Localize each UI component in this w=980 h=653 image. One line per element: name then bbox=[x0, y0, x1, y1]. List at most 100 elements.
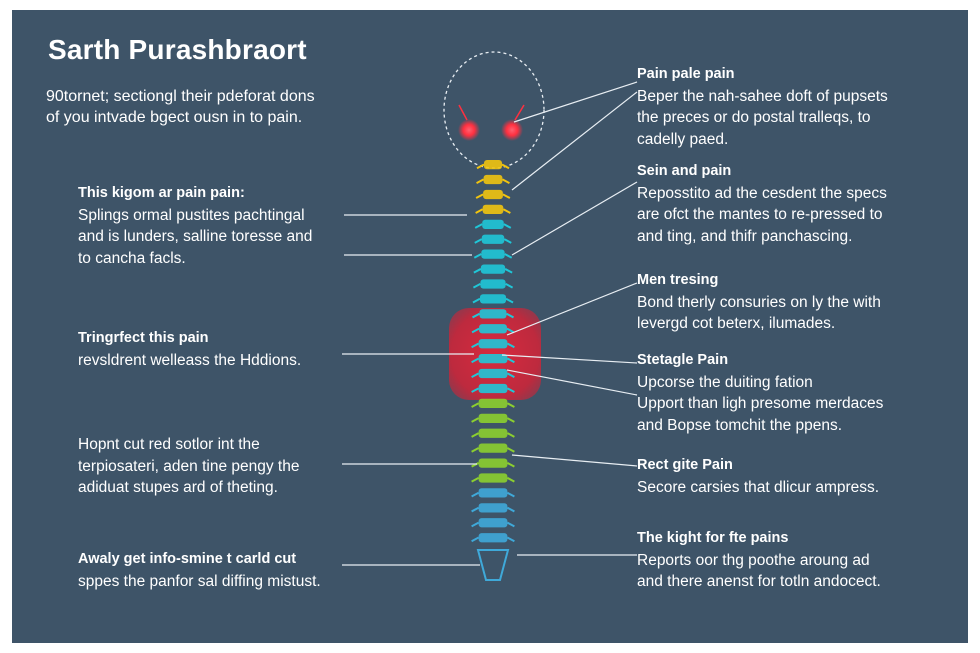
annotation-line: Bond therly consuries on ly the with bbox=[637, 293, 881, 311]
intro-line: 90tornet; sectiongl their pdeforat dons bbox=[46, 88, 315, 105]
annotation-line: cadelly paed. bbox=[637, 130, 729, 148]
vertebra-process bbox=[501, 163, 510, 170]
vertebra-process bbox=[473, 253, 482, 259]
vertebra-process bbox=[502, 208, 511, 214]
annotation-line: Beper the nah-sahee doft of pupsets bbox=[637, 87, 888, 105]
annotation-line: terpiosateri, aden tine pengy the bbox=[78, 457, 300, 475]
head-outline bbox=[443, 51, 545, 169]
leader-line bbox=[506, 369, 638, 396]
left-eye-glow bbox=[458, 119, 480, 141]
vertebra-process bbox=[506, 312, 514, 319]
vertebra bbox=[478, 443, 508, 453]
annotation-heading: Pain pale pain bbox=[637, 66, 735, 82]
vertebra-process bbox=[506, 462, 515, 468]
vertebra bbox=[484, 160, 502, 170]
left-annotation-4: Awaly get info-smine t carld cut sppes t… bbox=[78, 549, 358, 592]
vertebra-process bbox=[506, 491, 515, 498]
annotation-line: the preces or do postal tralleqs, to bbox=[637, 109, 871, 126]
right-annotation-5: Rect gite Pain Secore carsies that dlicu… bbox=[637, 455, 957, 498]
annotation-line: Reports oor thg poothe aroung ad bbox=[637, 551, 870, 569]
vertebra bbox=[478, 383, 508, 394]
annotation-heading: Stetagle Pain bbox=[637, 352, 729, 368]
vertebra-process bbox=[471, 521, 480, 528]
vertebra-process bbox=[506, 447, 515, 453]
annotation-line: to cancha facls. bbox=[78, 249, 186, 267]
left-annotation-1: This kigom ar pain pain: Splings ormal p… bbox=[78, 183, 358, 269]
left-eye-ray bbox=[458, 104, 468, 121]
vertebra-process bbox=[472, 312, 480, 319]
vertebra-process bbox=[471, 417, 480, 423]
vertebra-process bbox=[502, 193, 511, 199]
vertebra-process bbox=[471, 402, 480, 408]
vertebra-process bbox=[471, 342, 480, 349]
leader-line bbox=[511, 454, 638, 467]
vertebra-process bbox=[476, 178, 485, 185]
vertebra bbox=[481, 249, 505, 259]
vertebra-process bbox=[506, 357, 515, 364]
annotation-line: and is lunders, salline toresse and bbox=[78, 228, 313, 245]
right-annotation-6: The kight for fte pains Reports oor thg … bbox=[637, 528, 957, 593]
vertebra bbox=[478, 488, 508, 498]
vertebra-process bbox=[471, 506, 480, 513]
vertebra-process bbox=[501, 178, 510, 185]
vertebra bbox=[478, 368, 508, 379]
annotation-line: Reposstito ad the cesdent the specs bbox=[637, 184, 887, 202]
tailbone bbox=[476, 549, 510, 581]
vertebra bbox=[483, 174, 503, 185]
vertebra-process bbox=[504, 268, 513, 274]
vertebra-process bbox=[471, 357, 480, 364]
leader-line bbox=[506, 282, 638, 336]
vertebra-process bbox=[471, 372, 480, 379]
vertebra bbox=[478, 518, 508, 528]
vertebra bbox=[479, 294, 507, 304]
annotation-line: revsldrent welleass the Hddions. bbox=[78, 351, 302, 369]
right-annotation-2: Sein and pain Reposstito ad the cesdent … bbox=[637, 161, 957, 247]
vertebra bbox=[478, 339, 508, 349]
annotation-line: Hopnt cut red sotlor int the bbox=[78, 436, 260, 453]
vertebrae-column bbox=[471, 160, 515, 543]
right-eye-glow bbox=[501, 119, 523, 141]
vertebra-process bbox=[475, 193, 484, 199]
annotation-line: sppes the panfor sal diffing mistust. bbox=[78, 572, 321, 590]
vertebra-process bbox=[471, 536, 480, 543]
vertebra-process bbox=[471, 432, 480, 438]
vertebra-process bbox=[506, 521, 515, 528]
vertebra-process bbox=[506, 476, 515, 483]
vertebra-process bbox=[503, 238, 512, 244]
vertebra-process bbox=[506, 432, 515, 438]
annotation-line: and Bopse tomchit the ppens. bbox=[637, 416, 843, 434]
vertebra-process bbox=[471, 447, 480, 453]
vertebra-process bbox=[506, 417, 515, 423]
annotation-line: Secore carsies that dlicur ampress. bbox=[637, 478, 880, 496]
vertebra bbox=[478, 503, 508, 513]
annotation-line: adiduat stupes ard of theting. bbox=[78, 479, 278, 496]
vertebra bbox=[481, 234, 505, 244]
annotation-line: Upport than ligh presome merdaces bbox=[637, 395, 884, 412]
annotation-line: Splings ormal pustites pachtingal bbox=[78, 206, 305, 224]
leader-line bbox=[511, 181, 638, 256]
vertebra bbox=[478, 398, 508, 409]
intro-line: of you intvade bgect ousn in to pain. bbox=[46, 109, 303, 126]
annotation-heading: The kight for fte pains bbox=[637, 530, 789, 546]
annotation-heading: Rect gite Pain bbox=[637, 457, 733, 473]
vertebra-process bbox=[473, 268, 482, 274]
leader-lines-right bbox=[501, 81, 638, 556]
annotation-line: are ofct the mantes to re-pressed to bbox=[637, 206, 883, 223]
vertebra bbox=[482, 204, 504, 215]
vertebra bbox=[482, 219, 504, 229]
vertebra-process bbox=[475, 208, 484, 214]
vertebra bbox=[478, 354, 508, 364]
vertebra-process bbox=[471, 327, 480, 334]
vertebra-process bbox=[506, 342, 515, 349]
vertebra-process bbox=[506, 506, 515, 513]
annotation-heading: This kigom ar pain pain: bbox=[78, 185, 245, 201]
vertebra-process bbox=[505, 282, 514, 289]
annotation-line: levergd cot beterx, ilumades. bbox=[637, 315, 836, 332]
vertebra-process bbox=[472, 297, 481, 304]
vertebra-process bbox=[474, 223, 483, 229]
annotation-line: and ting, and thifr panchascing. bbox=[637, 227, 853, 245]
left-annotation-3: Hopnt cut red sotlor int the terpiosater… bbox=[78, 434, 358, 499]
vertebra-process bbox=[471, 491, 480, 498]
annotation-heading: Sein and pain bbox=[637, 163, 732, 179]
annotation-line: Upcorse the duiting fation bbox=[637, 373, 813, 391]
